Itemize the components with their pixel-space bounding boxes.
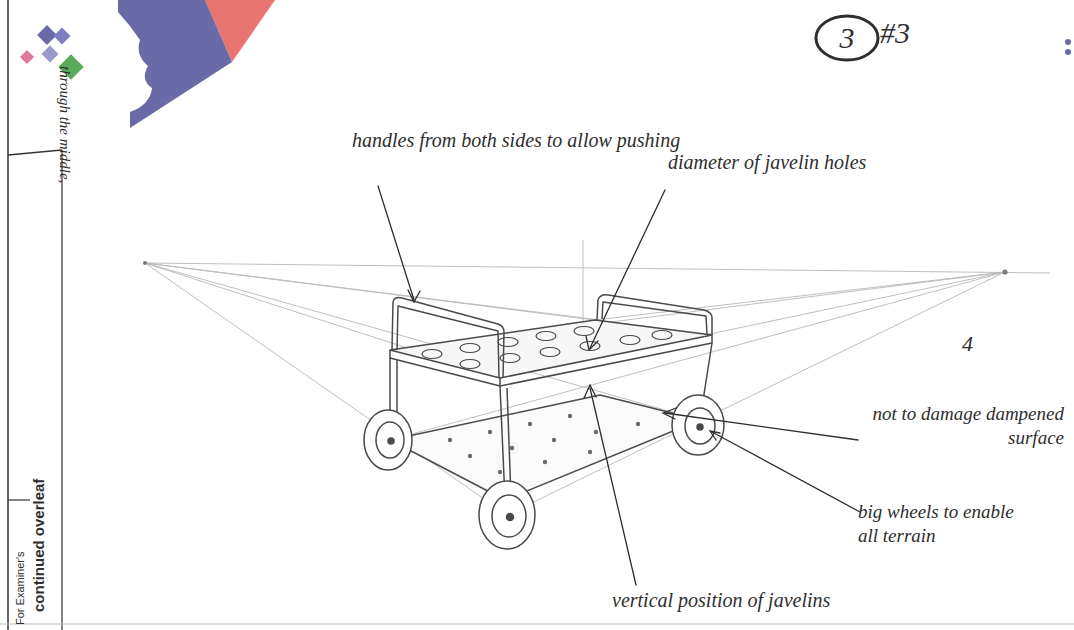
frame-line (0, 624, 1074, 625)
frame-line (8, 499, 30, 500)
logo-diamond (20, 50, 34, 64)
circled-number: 3 (814, 14, 880, 62)
annotation: not to damage dampened surface (864, 402, 1064, 450)
logo-diamond (37, 25, 57, 45)
margin-note: continued overleaf (30, 479, 49, 612)
annotation: handles from both sides to allow pushing (352, 128, 682, 153)
annotation: 4 (962, 330, 973, 358)
leader-lines (378, 186, 860, 585)
javelin-holes (422, 327, 672, 369)
margin-note: For Examiner's (14, 551, 28, 625)
frame-line (7, 0, 9, 630)
annotation: vertical position of javelins (612, 588, 830, 613)
annotation: #3 (880, 14, 910, 52)
logo-diamond (54, 28, 71, 45)
circled-number-text: 3 (814, 21, 880, 55)
frame-line (8, 150, 62, 155)
frame-line (61, 150, 62, 630)
logo-purple (118, 0, 232, 128)
construction-lines (145, 240, 1050, 515)
vanishing-point (1003, 270, 1008, 275)
trolley (364, 295, 724, 549)
margin-note: through the middle, (55, 66, 74, 183)
logo-diamond (42, 46, 59, 63)
annotation: big wheels to enable all terrain (858, 500, 1038, 548)
shelf-holes (448, 414, 640, 474)
ink-dot (1065, 39, 1071, 45)
vanishing-point (143, 261, 147, 265)
annotation: diameter of javelin holes (668, 150, 866, 175)
ink-dot (1065, 49, 1071, 55)
